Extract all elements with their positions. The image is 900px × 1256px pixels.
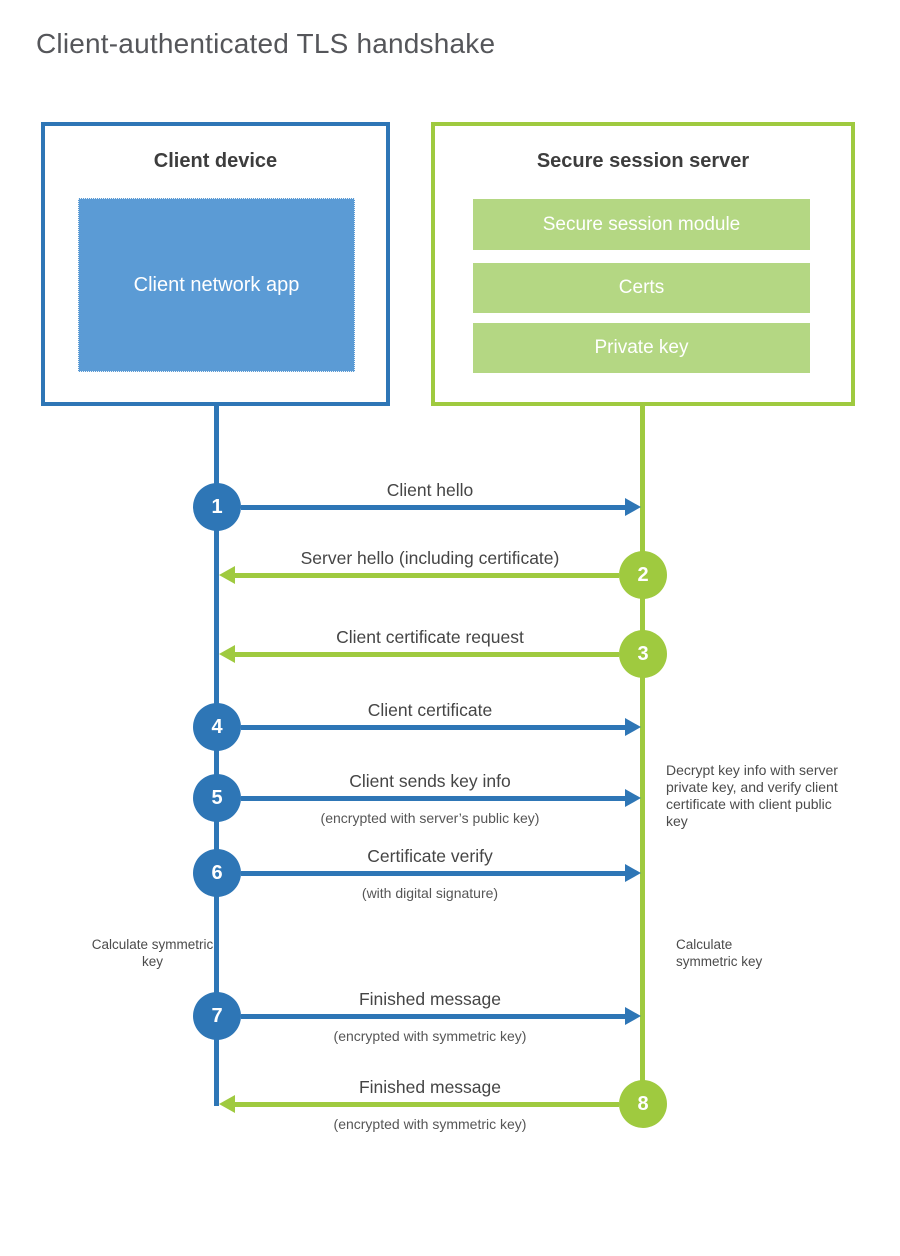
step-label: Client hello bbox=[386, 480, 474, 500]
arrow-line bbox=[241, 796, 625, 801]
step-sublabel: (encrypted with server’s public key) bbox=[320, 810, 540, 826]
client-lifeline bbox=[214, 404, 219, 1106]
step-number-badge: 8 bbox=[619, 1080, 667, 1128]
arrow-left-icon bbox=[219, 1095, 235, 1113]
server-module-private-key: Private key bbox=[473, 323, 810, 373]
step-label: Client certificate request bbox=[336, 627, 524, 647]
client-device-box: Client device Client network app bbox=[41, 122, 390, 406]
handshake-step-5: Client sends key info (encrypted with se… bbox=[0, 771, 900, 826]
server-module-certs: Certs bbox=[473, 263, 810, 313]
step-label: Client sends key info bbox=[349, 771, 511, 791]
arrow-right-icon bbox=[625, 789, 641, 807]
secure-session-server-box: Secure session server Secure session mod… bbox=[431, 122, 855, 406]
handshake-step-4: Client certificate 4 bbox=[0, 700, 900, 751]
arrow-left-icon bbox=[219, 566, 235, 584]
arrow-line bbox=[235, 1102, 619, 1107]
step-label: Server hello (including certificate) bbox=[300, 548, 560, 568]
step-number-badge: 3 bbox=[619, 630, 667, 678]
calculate-symmetric-key-server-note: Calculate symmetric key bbox=[676, 937, 763, 969]
handshake-step-2: Server hello (including certificate) 2 bbox=[0, 548, 900, 599]
step-label: Finished message bbox=[358, 1077, 502, 1097]
step-label: Finished message bbox=[358, 989, 502, 1009]
step-label: Client certificate bbox=[367, 700, 493, 720]
client-network-app-box: Client network app bbox=[78, 198, 355, 372]
server-module-secure-session: Secure session module bbox=[473, 199, 810, 250]
arrow-right-icon bbox=[625, 498, 641, 516]
step-number-badge: 4 bbox=[193, 703, 241, 751]
step-number-badge: 6 bbox=[193, 849, 241, 897]
arrow-line bbox=[241, 725, 625, 730]
calculate-symmetric-key-client-note: Calculate symmetric key bbox=[91, 937, 214, 969]
handshake-step-7: Finished message (encrypted with symmetr… bbox=[0, 989, 900, 1044]
step-label: Certificate verify bbox=[367, 846, 493, 866]
handshake-step-3: Client certificate request 3 bbox=[0, 627, 900, 678]
secure-session-server-title: Secure session server bbox=[536, 150, 750, 172]
step-number-badge: 1 bbox=[193, 483, 241, 531]
client-device-title: Client device bbox=[153, 150, 278, 172]
client-network-app-label: Client network app bbox=[133, 274, 300, 296]
step-sublabel: (with digital signature) bbox=[361, 885, 499, 901]
arrow-line bbox=[241, 505, 625, 510]
handshake-step-8: Finished message (encrypted with symmetr… bbox=[0, 1077, 900, 1132]
step-number-badge: 2 bbox=[619, 551, 667, 599]
arrow-line bbox=[241, 871, 625, 876]
handshake-step-1: Client hello 1 bbox=[0, 480, 900, 531]
step-sublabel: (encrypted with symmetric key) bbox=[333, 1028, 527, 1044]
page-title: Client-authenticated TLS handshake bbox=[36, 28, 496, 59]
step-sublabel: (encrypted with symmetric key) bbox=[333, 1116, 527, 1132]
arrow-right-icon bbox=[625, 864, 641, 882]
handshake-step-6: Certificate verify (with digital signatu… bbox=[0, 846, 900, 901]
decrypt-key-note: Decrypt key info with server private key… bbox=[666, 762, 838, 829]
arrow-right-icon bbox=[625, 718, 641, 736]
arrow-left-icon bbox=[219, 645, 235, 663]
arrow-line bbox=[241, 1014, 625, 1019]
step-number-badge: 5 bbox=[193, 774, 241, 822]
arrow-line bbox=[235, 652, 619, 657]
server-lifeline bbox=[640, 404, 645, 1106]
arrow-right-icon bbox=[625, 1007, 641, 1025]
step-number-badge: 7 bbox=[193, 992, 241, 1040]
arrow-line bbox=[235, 573, 619, 578]
